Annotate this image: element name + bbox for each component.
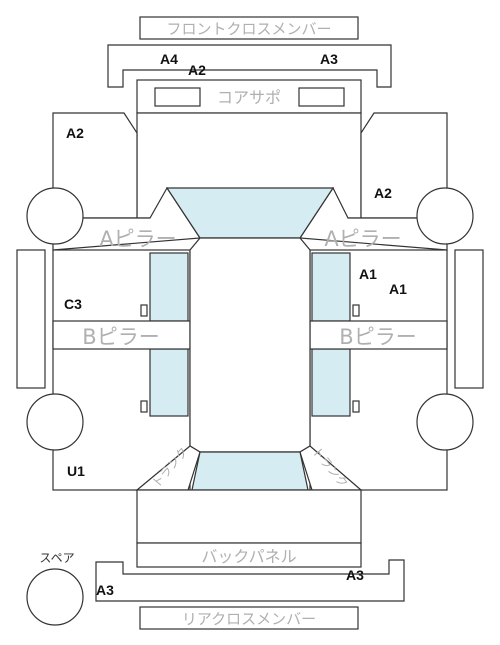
code-left-fender: A2 [66,125,84,141]
front-bumper [107,44,392,88]
wheel-front-left [26,187,84,245]
code-rear-left: U1 [67,463,85,479]
code-rear-member-left: A3 [96,582,114,598]
rear-cross-member-label: リアクロスメンバー [182,610,316,628]
code-left-door: C3 [64,296,82,312]
roof [189,237,311,453]
right-front-window [311,252,351,322]
wheel-front-right [416,187,474,245]
code-front-top-center: A2 [188,62,206,78]
left-rear-window [149,348,189,417]
code-right-door-1: A1 [359,266,377,282]
spare-tire [26,568,84,626]
rear-bumper [95,559,405,602]
code-front-top-left: A4 [160,51,178,67]
right-side-skirt [454,249,484,389]
left-rear-handle [140,400,148,413]
right-front-handle [352,304,360,317]
code-front-top-right: A3 [320,51,338,67]
headlight-right [298,87,345,107]
b-pillar-right [309,320,448,350]
right-rear-window [311,348,351,417]
rear-deck [136,489,362,544]
a-pillar-left-label: Aピラー [99,227,176,251]
back-panel [136,542,362,568]
b-pillar-left-label: Bピラー [82,325,159,349]
left-front-window [149,252,189,322]
wheel-rear-left [26,393,84,451]
rear-window [191,451,309,491]
b-pillar-left [52,320,191,350]
wheel-rear-right [416,393,474,451]
right-rear-handle [352,400,360,413]
headlight-left [154,87,201,107]
b-pillar-right-label: Bピラー [339,325,416,349]
a-pillar-right-label: Aピラー [324,227,401,251]
code-right-door-2: A1 [389,281,407,297]
front-cross-member-label: フロントクロスメンバー [166,20,331,38]
code-right-fender: A2 [374,185,392,201]
back-panel-label: バックパネル [201,547,296,566]
spare-label: スペア [39,551,74,565]
left-front-handle [140,304,148,317]
core-support-label: コアサポ [217,88,281,107]
left-side-skirt [16,249,46,389]
front-cross-member-box [139,16,359,40]
code-rear-member-right: A3 [346,567,364,583]
rear-cross-member-box [139,606,359,630]
